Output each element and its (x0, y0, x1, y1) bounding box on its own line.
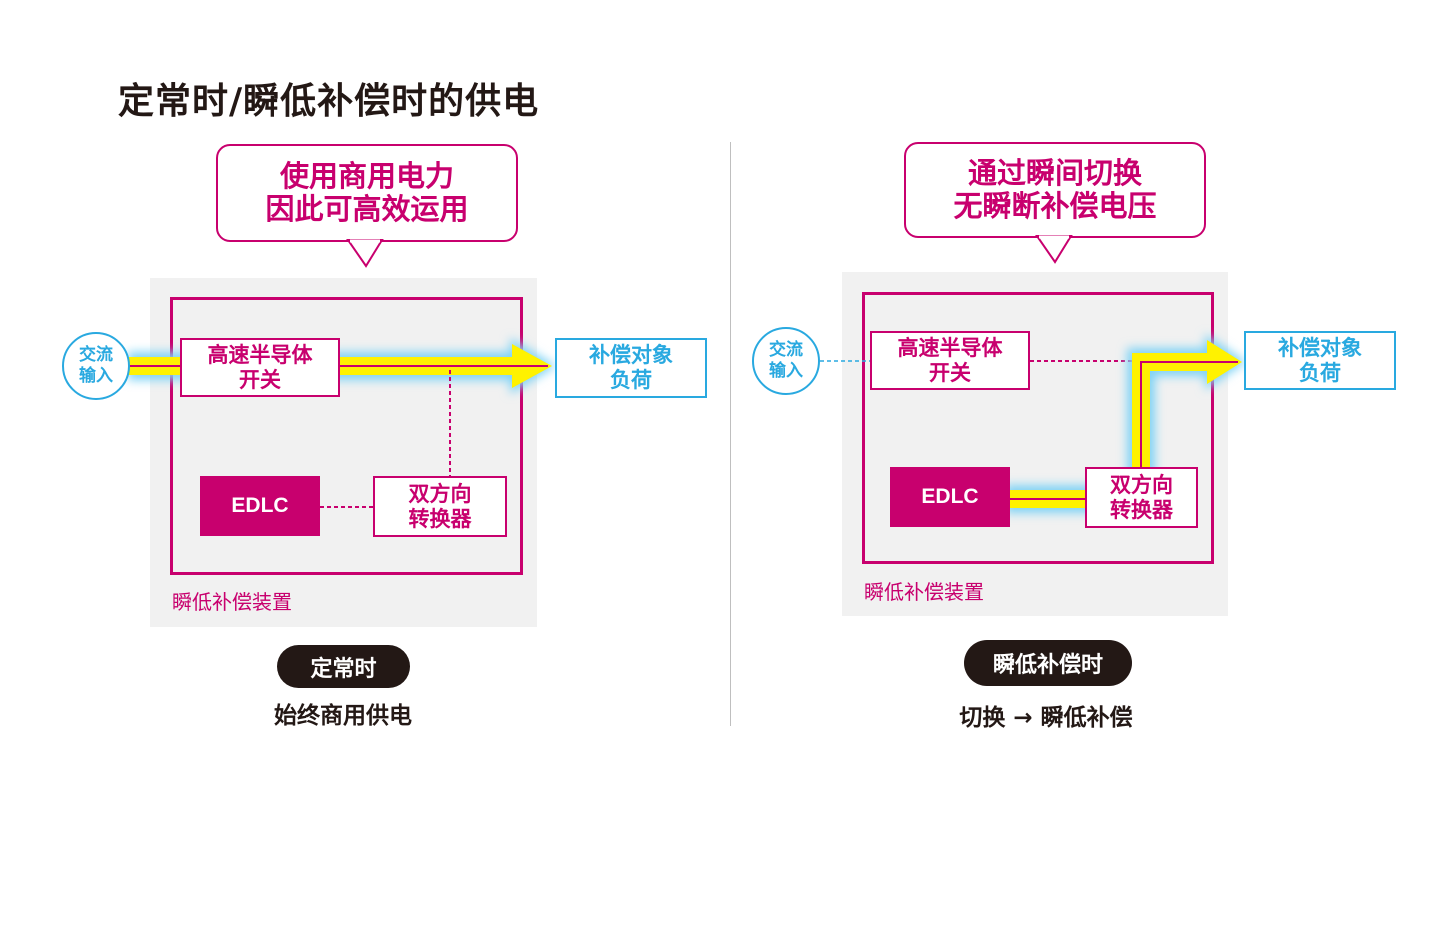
left-mode-pill: 定常时 (277, 645, 410, 688)
left-edlc-block: EDLC (200, 476, 320, 536)
right-callout-tail (1035, 235, 1073, 264)
left-switch-line-1: 高速半导体 (207, 342, 313, 367)
left-compensated-load: 补偿对象 负荷 (555, 338, 707, 398)
page-title: 定常时/瞬低补偿时的供电 (118, 81, 540, 122)
left-caption: 始终商用供电 (274, 703, 412, 729)
left-switch-line-2: 开关 (239, 367, 281, 392)
left-device-frame (170, 297, 523, 575)
left-device-label: 瞬低补偿装置 (172, 590, 292, 614)
left-callout-tail (346, 239, 384, 268)
left-converter-line-2: 转换器 (408, 506, 472, 531)
right-bidirectional-converter: 双方向 转换器 (1085, 467, 1198, 528)
left-callout-line-2: 因此可高效运用 (265, 192, 469, 226)
left-ac-input-line-1: 交流 (79, 345, 113, 365)
panel-divider (730, 142, 731, 726)
right-ac-input: 交流 输入 (752, 327, 820, 395)
left-ac-input-line-2: 输入 (79, 366, 113, 386)
left-callout-bubble: 使用商用电力 因此可高效运用 (216, 144, 518, 242)
right-load-line-1: 补偿对象 (1278, 335, 1362, 360)
right-caption: 切换 → 瞬低补偿 (959, 705, 1133, 731)
right-callout-line-1: 通过瞬间切换 (967, 156, 1142, 190)
right-switch-line-2: 开关 (929, 360, 971, 385)
left-device-background (150, 278, 537, 627)
left-load-line-1: 补偿对象 (589, 343, 673, 367)
right-semiconductor-switch: 高速半导体 开关 (870, 331, 1030, 390)
right-switch-line-1: 高速半导体 (897, 335, 1003, 360)
right-device-frame (862, 292, 1214, 564)
right-ac-input-line-2: 输入 (769, 361, 803, 381)
right-callout-bubble: 通过瞬间切换 无瞬断补偿电压 (904, 142, 1206, 238)
right-device-background (842, 272, 1228, 616)
right-callout-line-2: 无瞬断补偿电压 (953, 189, 1157, 223)
right-edlc-block: EDLC (890, 467, 1010, 527)
left-ac-input: 交流 输入 (62, 332, 130, 400)
left-converter-line-1: 双方向 (408, 481, 472, 506)
right-ac-input-line-1: 交流 (769, 340, 803, 360)
left-load-line-2: 负荷 (610, 368, 652, 392)
left-semiconductor-switch: 高速半导体 开关 (180, 338, 340, 397)
right-compensated-load: 补偿对象 负荷 (1244, 331, 1396, 390)
right-converter-line-1: 双方向 (1110, 472, 1173, 497)
left-callout-line-1: 使用商用电力 (279, 159, 454, 193)
right-converter-line-2: 转换器 (1110, 497, 1173, 522)
right-load-line-2: 负荷 (1299, 360, 1341, 385)
right-device-label: 瞬低补偿装置 (864, 580, 984, 604)
right-mode-pill: 瞬低补偿时 (964, 640, 1132, 686)
left-bidirectional-converter: 双方向 转换器 (373, 476, 507, 537)
